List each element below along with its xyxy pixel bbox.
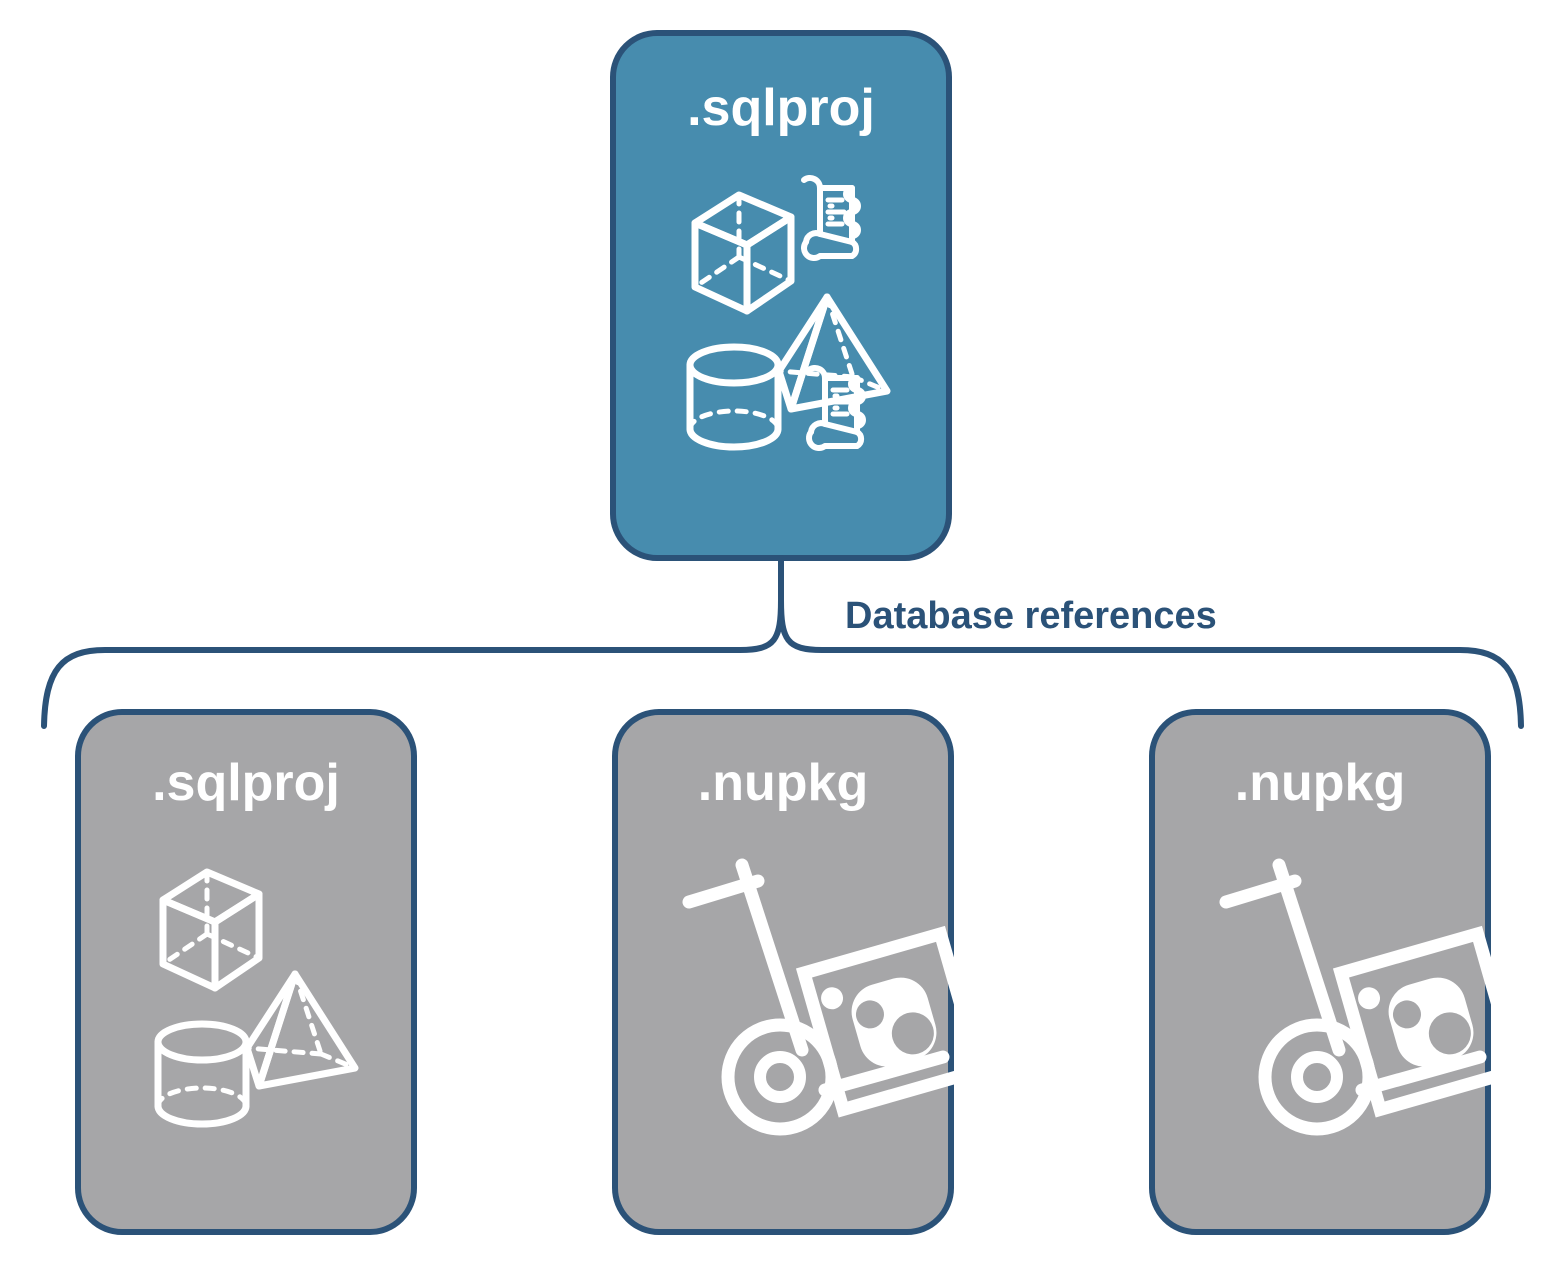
parent-node-label: .sqlproj: [687, 79, 875, 137]
node-parent-sqlproj[interactable]: .sqlproj: [610, 30, 952, 561]
node-child-nupkg-1[interactable]: .nupkg: [612, 709, 980, 1235]
node-child-nupkg-2[interactable]: .nupkg: [1149, 709, 1517, 1235]
database-references-brace: [41, 555, 1524, 729]
child-node-label: .nupkg: [1235, 754, 1405, 812]
connector-label: Database references: [845, 595, 1217, 637]
node-child-sqlproj[interactable]: .sqlproj: [75, 709, 417, 1235]
child-node-label: .nupkg: [698, 754, 868, 812]
child-node-label: .sqlproj: [152, 754, 340, 812]
